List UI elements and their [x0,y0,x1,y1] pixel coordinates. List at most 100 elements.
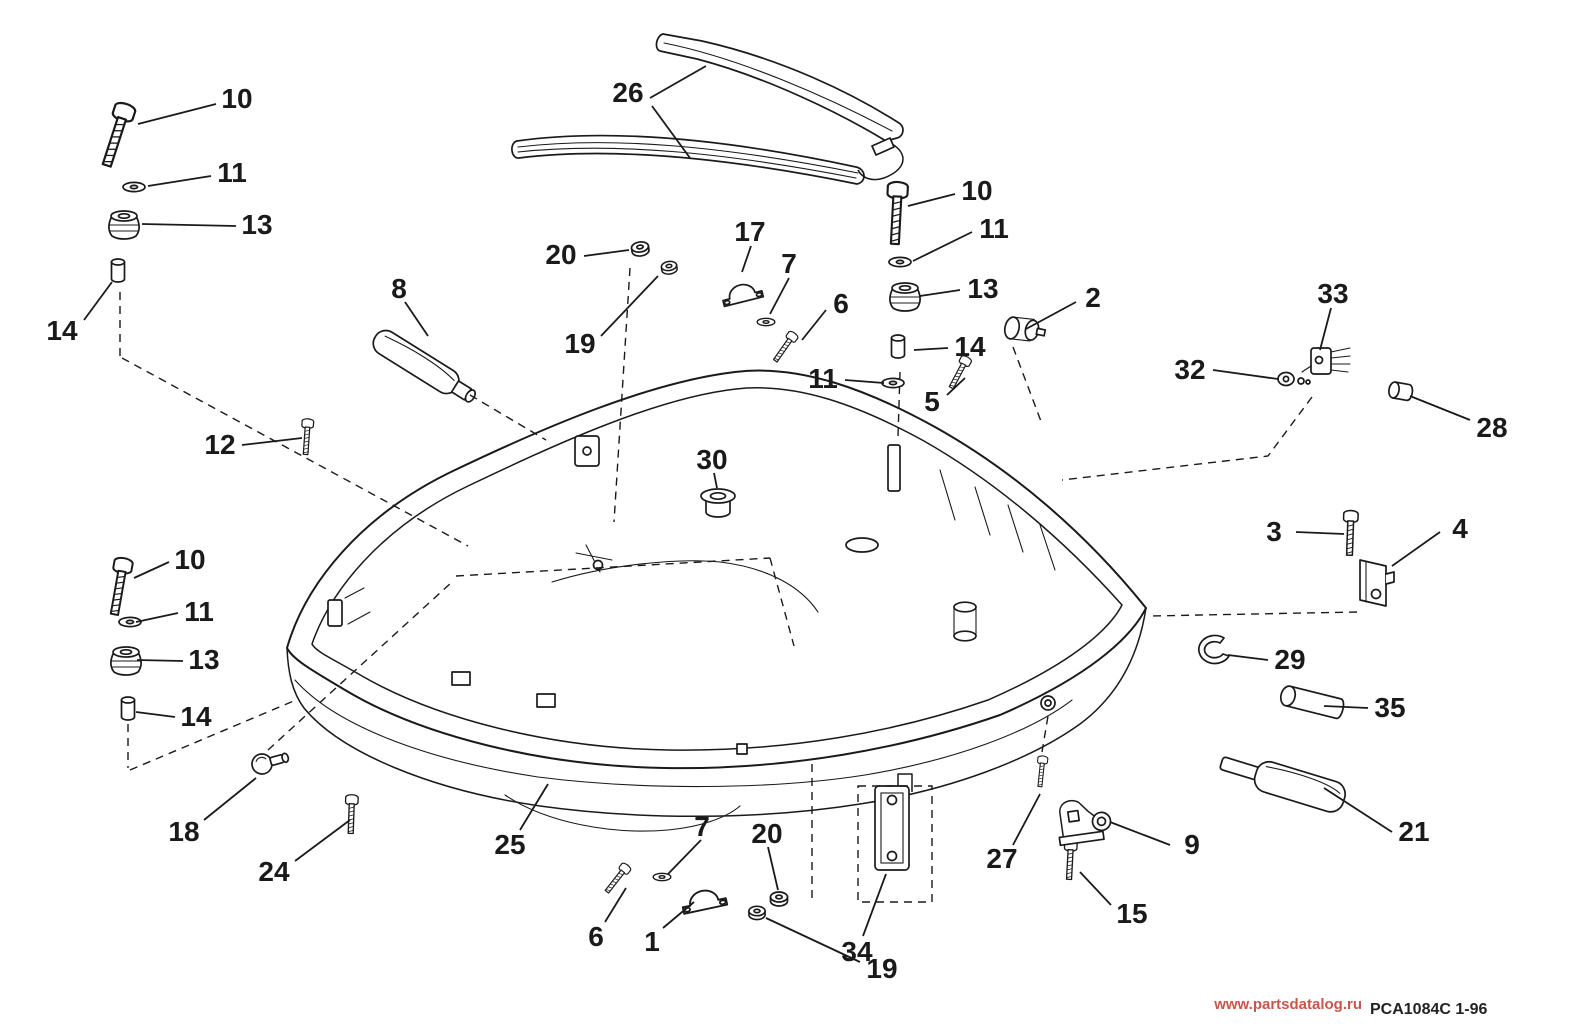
callout-11: 11 [979,213,1009,244]
leader-line-19 [765,917,861,963]
leader-line-26 [651,105,691,159]
callout-18: 18 [168,816,199,847]
cap-28 [1388,381,1414,402]
leader-line-5 [946,377,966,396]
callout-26: 26 [612,77,643,108]
nut-19-bottom [748,905,766,921]
connector-33 [1301,347,1351,375]
washer-11-right [888,256,912,268]
callout-12: 12 [204,429,235,460]
leader-line-11 [912,231,973,262]
bolt-15 [1062,839,1078,881]
leader-line-10 [137,103,217,125]
callout-7: 7 [781,248,797,279]
leader-line-25 [519,783,549,831]
leader-line-13 [141,223,237,227]
construction-lines [119,267,1358,903]
leader-line-24 [294,819,351,862]
leader-line-15 [1079,871,1112,906]
grommet-30 [700,488,736,518]
leader-line-30 [713,472,718,489]
leader-line-10 [907,193,956,207]
mount-13-top-left [108,210,140,240]
leader-line-35 [1323,705,1369,709]
callout-10: 10 [221,83,252,114]
bolt-10-lower-left [104,555,135,617]
part-code-text: PCA1084C 1-96 [1370,1001,1488,1018]
callout-17: 17 [734,216,765,247]
callout-9: 9 [1184,829,1200,860]
bracket-4 [1359,559,1395,607]
cover-interior-details [327,435,1056,755]
callout-21: 21 [1398,816,1429,847]
leader-line-20 [767,846,779,891]
leader-line-8 [404,301,429,337]
bolt-24 [343,793,359,835]
callout-7: 7 [694,811,710,842]
bolt-10-top-left [95,99,138,170]
callout-32: 32 [1174,354,1205,385]
clamp-17 [719,279,765,308]
leader-line-12 [241,437,303,446]
callout-11: 11 [184,596,214,627]
washer-11-middle [881,377,905,389]
leader-line-32 [1212,369,1279,380]
bolt-27 [1034,754,1049,788]
roller-35 [1279,685,1345,720]
nut-20-bottom [769,891,789,907]
bracket-1 [679,885,729,915]
grip-handle-21 [1219,756,1347,813]
watermark-text: www.partsdatalog.ru [1213,996,1362,1013]
leader-line-7 [667,839,702,875]
callout-27: 27 [986,843,1017,874]
callout-29: 29 [1274,644,1305,675]
spacer-14-lower-left [120,696,136,721]
washer-11-top-left [122,181,146,193]
mount-13-right [889,282,921,312]
leader-line-4 [1391,531,1441,567]
callout-13: 13 [967,273,998,304]
leader-line-9 [1109,821,1171,846]
plate-34 [874,773,913,871]
lower-cover-tray [286,369,1147,832]
bolt-10-right [883,180,910,246]
callout-19: 19 [564,328,595,359]
trim-handle-26 [511,33,904,185]
callout-6: 6 [833,288,849,319]
leader-line-17 [741,245,752,273]
leader-line-20 [583,249,630,257]
bolt-6-bottom [602,861,633,896]
callout-4: 4 [1452,513,1468,544]
callout-15: 15 [1116,898,1147,929]
leader-line-14 [913,347,949,351]
leader-line-3 [1295,531,1345,535]
bolt-3 [1341,509,1360,557]
callout-24: 24 [258,856,290,887]
spacer-14-right [890,334,906,359]
callout-11: 11 [217,157,247,188]
callout-6: 6 [588,921,604,952]
leader-line-13 [136,659,184,662]
callout-20: 20 [545,239,576,270]
callout-3: 3 [1266,516,1282,547]
leader-line-29 [1227,654,1269,661]
callout-2: 2 [1085,282,1101,313]
leader-line-27 [1012,793,1041,846]
leader-line-18 [203,777,257,821]
callout-11: 11 [808,363,838,394]
callout-8: 8 [391,273,407,304]
c-clip-29 [1198,634,1230,665]
mount-13-lower-left [110,646,142,676]
callout-1: 1 [644,926,660,957]
leader-line-19 [600,275,659,337]
callout-13: 13 [241,209,272,240]
callout-35: 35 [1374,692,1405,723]
callout-14: 14 [46,315,78,346]
knob-18 [251,752,290,775]
nut-19-top [660,259,679,276]
latch-lever-9 [1058,799,1112,847]
callout-25: 25 [494,829,525,860]
